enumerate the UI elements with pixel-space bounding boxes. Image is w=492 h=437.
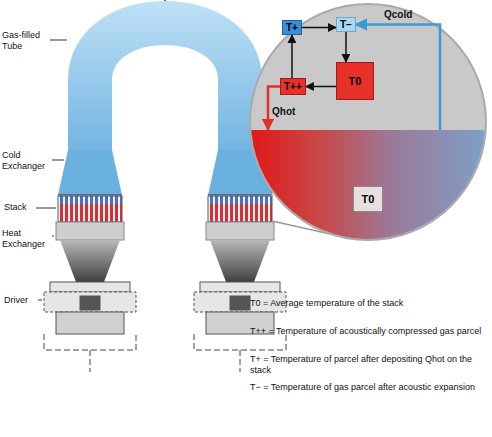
- definition-text: T++ = Temperature of acoustically compre…: [250, 326, 488, 337]
- cycle-arrow: [306, 86, 336, 88]
- stack: [58, 196, 122, 222]
- node-text: T0: [349, 75, 362, 87]
- node-text: T+: [286, 22, 298, 33]
- node-text: T0: [353, 186, 384, 212]
- gas-tube: [90, 23, 240, 160]
- part-label: Stack: [4, 202, 38, 213]
- part-label: Cold Exchanger: [2, 150, 52, 172]
- stack-band: T0: [250, 130, 486, 240]
- heat-label: Qcold: [384, 9, 412, 20]
- cold-exchanger: [58, 150, 122, 195]
- part-label: Gas-filled Tube: [2, 30, 48, 52]
- stack: [208, 196, 272, 222]
- cycle-arrow: [345, 32, 347, 62]
- cone: [210, 240, 270, 282]
- node-text: T−: [340, 19, 352, 30]
- definition-text: T+ = Temperature of parcel after deposit…: [250, 354, 488, 376]
- node-text: T++: [284, 81, 302, 92]
- part-label: Driver: [4, 295, 38, 306]
- zoom-circle: [250, 4, 486, 240]
- cone: [60, 240, 120, 282]
- heat-exchanger: [56, 222, 124, 240]
- cycle-arrow: [302, 27, 336, 29]
- driver-outline: [44, 334, 286, 372]
- parcel-box: T−: [336, 17, 356, 32]
- parcel-box: T+: [282, 20, 302, 35]
- definition-text: T0 = Average temperature of the stack: [250, 298, 488, 309]
- heat-exchanger: [206, 222, 274, 240]
- definition-text: T− = Temperature of gas parcel after aco…: [250, 382, 488, 393]
- driver: [44, 282, 286, 334]
- exchanger-edge: [208, 195, 272, 196]
- heat-label: Qhot: [272, 106, 295, 117]
- cycle-arrow: [291, 35, 293, 78]
- part-label: Heat Exchanger: [2, 228, 52, 250]
- parcel-box: T++: [280, 78, 306, 95]
- exchanger-edge: [58, 195, 122, 196]
- parcel-box: T0: [336, 62, 374, 100]
